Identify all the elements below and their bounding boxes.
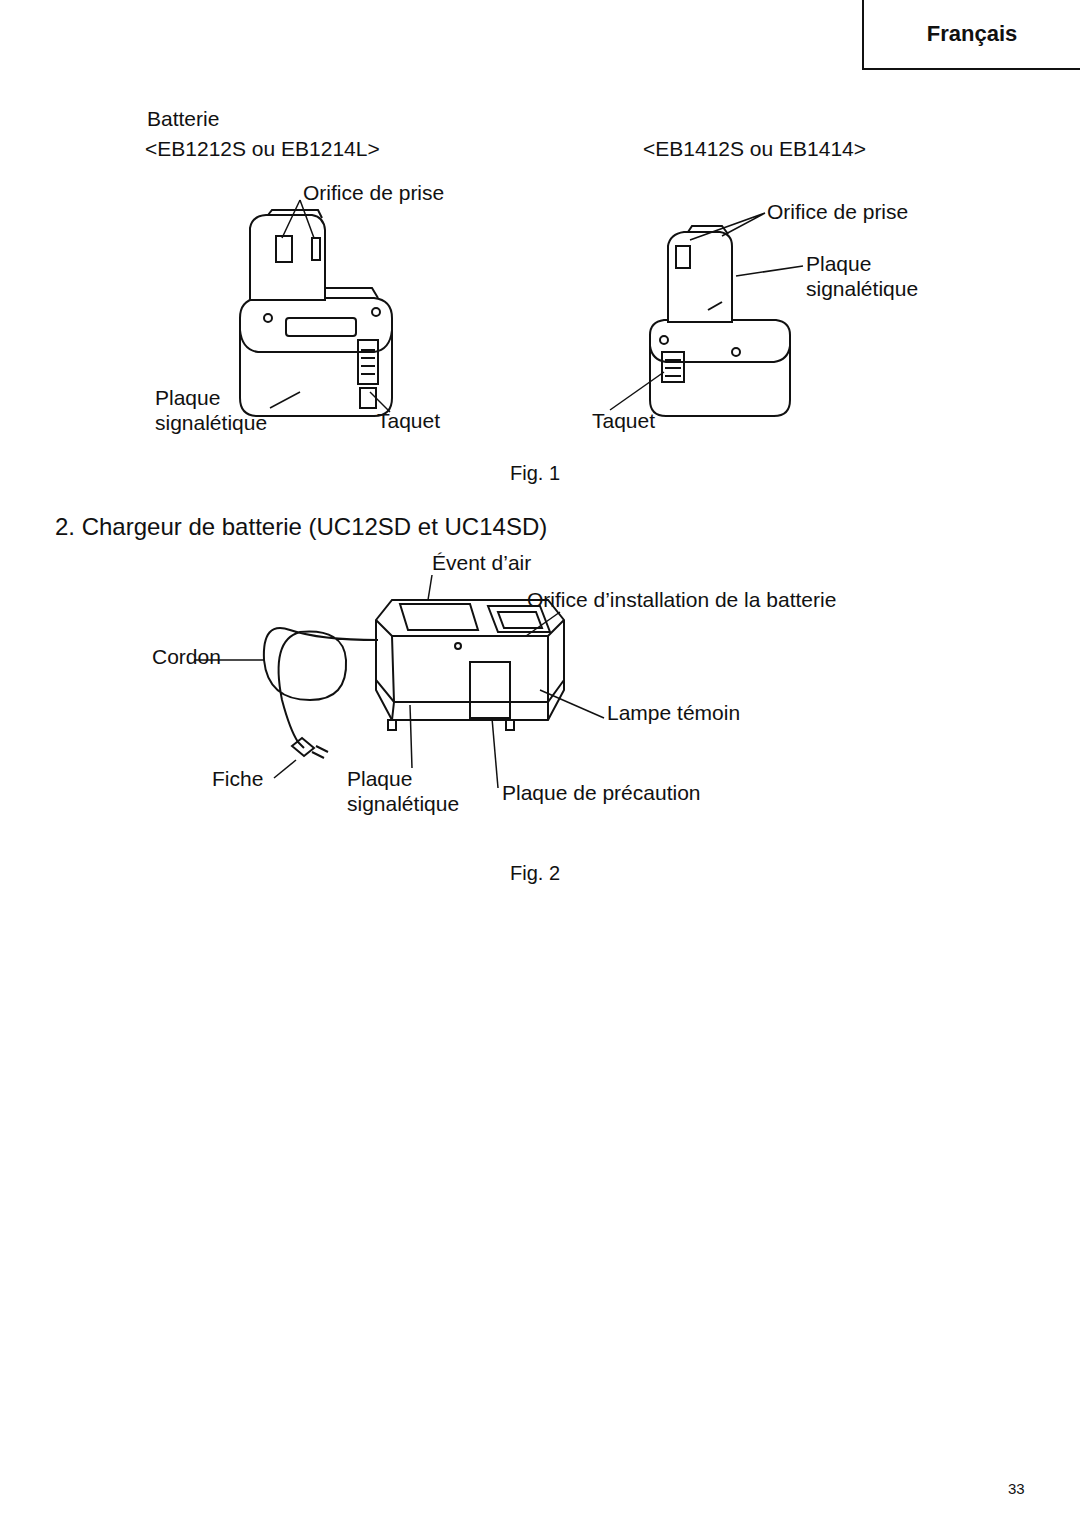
battery-left xyxy=(240,210,392,416)
part-label: Évent d’air xyxy=(432,550,531,575)
part-label: Fiche xyxy=(212,766,263,791)
model-label: <EB1212S ou EB1214L> xyxy=(145,136,380,161)
language-tab: Français xyxy=(862,0,1080,70)
tab-text: Français xyxy=(927,21,1018,47)
part-label: Taquet xyxy=(377,408,440,433)
page-number: 33 xyxy=(1008,1479,1025,1498)
part-label: Plaque signalétique xyxy=(347,766,487,816)
leader-lines xyxy=(194,200,803,788)
part-label: Lampe témoin xyxy=(607,700,740,725)
figure-number: Fig. 1 xyxy=(510,461,560,485)
section-label: Batterie xyxy=(147,106,219,131)
part-label: Plaque de précaution xyxy=(502,780,701,805)
charger xyxy=(264,600,564,758)
part-label: Orifice de prise xyxy=(767,199,908,224)
model-label: <EB1412S ou EB1414> xyxy=(643,136,866,161)
figure-number: Fig. 2 xyxy=(510,861,560,885)
part-label: Plaque signalétique xyxy=(155,385,295,435)
part-label: Cordon xyxy=(152,644,221,669)
part-label: Plaque signalétique xyxy=(806,251,946,301)
part-label: Orifice de prise xyxy=(303,180,444,205)
part-label: Orifice d’installation de la batterie xyxy=(527,587,836,612)
battery-right xyxy=(650,226,790,416)
part-label: Taquet xyxy=(592,408,655,433)
section-title: 2. Chargeur de batterie (UC12SD et UC14S… xyxy=(55,512,547,542)
